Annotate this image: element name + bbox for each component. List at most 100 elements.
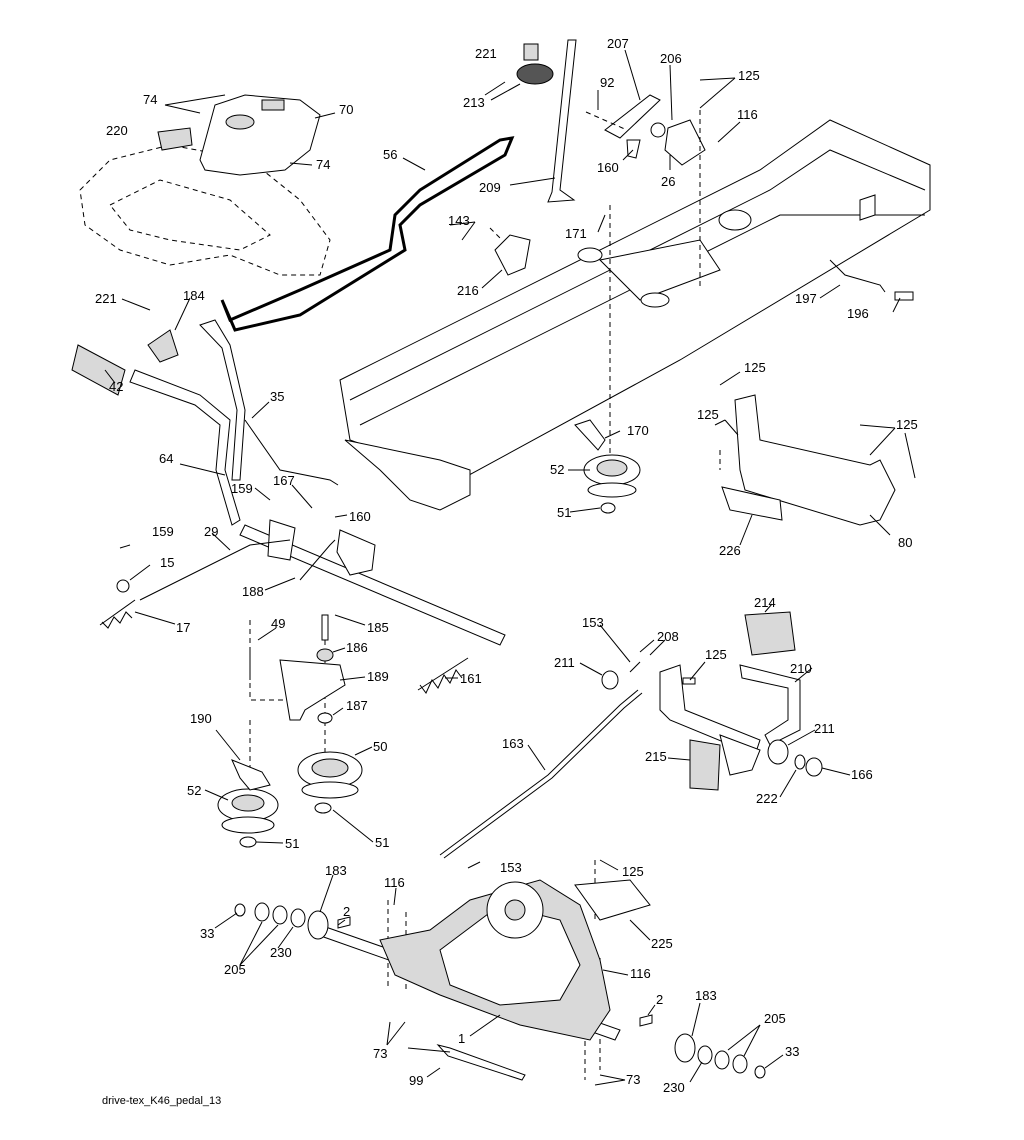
pulley-50	[297, 751, 363, 814]
label-125: 125	[738, 68, 760, 83]
label-196: 196	[847, 306, 869, 321]
label-230: 230	[663, 1080, 685, 1095]
label-56: 56	[383, 147, 397, 162]
label-33: 33	[785, 1044, 799, 1059]
spring-161	[417, 657, 469, 694]
label-125: 125	[697, 407, 719, 422]
label-2: 2	[656, 992, 663, 1007]
label-189: 189	[367, 669, 389, 684]
rod-197	[829, 259, 914, 301]
label-197: 197	[795, 291, 817, 306]
label-221: 221	[95, 291, 117, 306]
label-116: 116	[737, 107, 758, 122]
pedal-assembly	[601, 611, 823, 791]
label-50: 50	[373, 739, 387, 754]
label-215: 215	[645, 749, 667, 764]
label-207: 207	[607, 36, 629, 51]
label-160: 160	[597, 160, 619, 175]
pulley-52-center	[574, 419, 641, 514]
label-51: 51	[557, 505, 571, 520]
label-1: 1	[458, 1031, 465, 1046]
label-170: 170	[627, 423, 649, 438]
label-26: 26	[661, 174, 675, 189]
label-184: 184	[183, 288, 205, 303]
label-17: 17	[176, 620, 190, 635]
label-230: 230	[270, 945, 292, 960]
label-183: 183	[695, 988, 717, 1003]
label-166: 166	[851, 767, 873, 782]
label-222: 222	[756, 791, 778, 806]
label-205: 205	[224, 962, 246, 977]
label-73: 73	[373, 1046, 387, 1061]
leader-lines	[104, 49, 916, 1086]
label-208: 208	[657, 629, 679, 644]
label-159: 159	[152, 524, 174, 539]
lever-64	[129, 369, 241, 526]
label-73: 73	[626, 1072, 640, 1087]
label-159: 159	[231, 481, 253, 496]
label-183: 183	[325, 863, 347, 878]
label-221: 221	[475, 46, 497, 61]
label-2: 2	[343, 904, 350, 919]
label-15: 15	[160, 555, 174, 570]
rod-163	[439, 689, 643, 859]
label-33: 33	[200, 926, 214, 941]
label-153: 153	[582, 615, 604, 630]
label-52: 52	[550, 462, 564, 477]
label-143: 143	[448, 213, 470, 228]
label-206: 206	[660, 51, 682, 66]
part-labels: 221 213 207 206 125 92 116 160 26 74 70 …	[95, 36, 918, 1095]
clutch-rod	[547, 39, 577, 203]
label-74: 74	[143, 92, 157, 107]
washers-right	[639, 1014, 766, 1079]
label-160: 160	[349, 509, 371, 524]
label-125: 125	[896, 417, 918, 432]
bracket-190	[231, 759, 271, 791]
label-186: 186	[346, 640, 368, 655]
label-214: 214	[754, 595, 776, 610]
label-185: 185	[367, 620, 389, 635]
pulley-52-left	[217, 788, 279, 848]
diagram-caption: drive-tex_K46_pedal_13	[102, 1095, 221, 1107]
label-163: 163	[502, 736, 524, 751]
label-49: 49	[271, 616, 285, 631]
label-226: 226	[719, 543, 741, 558]
steering-housing	[157, 94, 321, 176]
lever-184	[147, 319, 246, 481]
label-167: 167	[273, 473, 295, 488]
label-80: 80	[898, 535, 912, 550]
label-125: 125	[705, 647, 727, 662]
label-216: 216	[457, 283, 479, 298]
label-35: 35	[270, 389, 284, 404]
transaxle	[317, 879, 651, 1081]
label-29: 29	[204, 524, 218, 539]
seat-outline	[79, 144, 331, 276]
grip	[71, 344, 126, 396]
knob	[516, 43, 554, 85]
label-187: 187	[346, 698, 368, 713]
label-209: 209	[479, 180, 501, 195]
label-99: 99	[409, 1073, 423, 1088]
label-205: 205	[764, 1011, 786, 1026]
label-51: 51	[375, 835, 389, 850]
label-188: 188	[242, 584, 264, 599]
label-161: 161	[460, 671, 482, 686]
label-70: 70	[339, 102, 353, 117]
idler-arm	[249, 614, 346, 724]
label-225: 225	[651, 936, 673, 951]
pulley-arm	[604, 94, 706, 166]
chassis-frame	[339, 119, 931, 511]
label-153: 153	[500, 860, 522, 875]
label-52: 52	[187, 783, 201, 798]
label-116: 116	[630, 966, 651, 981]
label-210: 210	[790, 661, 812, 676]
drive-belt	[220, 136, 515, 332]
label-74: 74	[316, 157, 330, 172]
label-213: 213	[463, 95, 485, 110]
label-42: 42	[109, 379, 123, 394]
bracket-216	[494, 234, 531, 276]
cross-shaft	[99, 519, 506, 646]
label-211: 211	[554, 655, 575, 670]
label-116: 116	[384, 875, 405, 890]
